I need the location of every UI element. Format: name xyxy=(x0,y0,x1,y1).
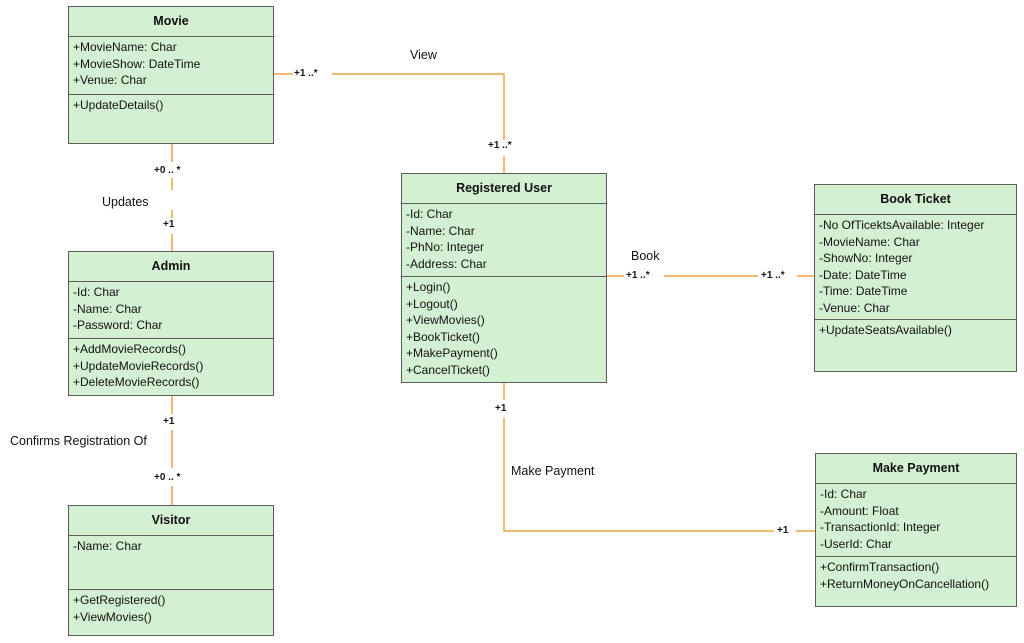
attribute: -ShowNo: Integer xyxy=(819,251,913,265)
method: +UpdateDetails() xyxy=(73,98,164,112)
method: +Login() xyxy=(406,280,451,294)
class-registered-user[interactable]: Registered User -Id: Char -Name: Char -P… xyxy=(401,173,607,383)
attribute: -Amount: Float xyxy=(820,503,899,518)
method: +BookTicket() xyxy=(406,329,480,344)
attribute: -Id: Char xyxy=(820,487,867,501)
attribute: -Date: DateTime xyxy=(819,267,907,282)
attribute: -TransactionId: Integer xyxy=(820,520,941,534)
attribute: +MovieShow: DateTime xyxy=(73,56,201,71)
class-book-ticket-attributes: -No OfTicektsAvailable: Integer -MovieNa… xyxy=(815,215,1016,320)
method: +AddMovieRecords() xyxy=(73,342,187,356)
class-book-ticket-name: Book Ticket xyxy=(815,185,1016,215)
attribute: -Id: Char xyxy=(406,207,453,221)
class-visitor-name: Visitor xyxy=(69,506,273,536)
class-book-ticket[interactable]: Book Ticket -No OfTicektsAvailable: Inte… xyxy=(814,184,1017,372)
association-label-make-payment: Make Payment xyxy=(511,464,595,478)
method: +UpdateMovieRecords() xyxy=(73,358,204,373)
multiplicity-book-ticket: +1 ..* xyxy=(761,270,785,281)
multiplicity-updates-admin: +1 xyxy=(163,219,175,230)
method: +MakePayment() xyxy=(406,346,498,360)
attribute: -Name: Char xyxy=(406,223,475,238)
association-label-updates: Updates xyxy=(102,195,149,209)
class-registered-user-attributes: -Id: Char -Name: Char -PhNo: Integer -Ad… xyxy=(402,204,606,277)
attribute: -Name: Char xyxy=(73,301,142,316)
multiplicity-view-movie: +1 ..* xyxy=(294,68,318,79)
multiplicity-book-registered-user: +1 ..* xyxy=(626,270,650,281)
attribute: -Venue: Char xyxy=(819,300,890,315)
attribute: -No OfTicektsAvailable: Integer xyxy=(819,218,985,232)
class-visitor-methods: +GetRegistered() +ViewMovies() xyxy=(69,590,273,627)
multiplicity-updates-movie: +0 .. * xyxy=(154,165,181,176)
class-make-payment[interactable]: Make Payment -Id: Char -Amount: Float -T… xyxy=(815,453,1017,607)
class-book-ticket-methods: +UpdateSeatsAvailable() xyxy=(815,320,1016,341)
association-label-confirms: Confirms Registration Of xyxy=(10,434,147,448)
method: +Logout() xyxy=(406,296,458,311)
method: +ReturnMoneyOnCancellation() xyxy=(820,576,990,591)
attribute: -Password: Char xyxy=(73,318,163,332)
class-admin[interactable]: Admin -Id: Char -Name: Char -Password: C… xyxy=(68,251,274,396)
attribute: -UserId: Char xyxy=(820,536,893,551)
attribute: -PhNo: Integer xyxy=(406,240,485,254)
attribute: -MovieName: Char xyxy=(819,234,920,249)
class-registered-user-name: Registered User xyxy=(402,174,606,204)
association-label-book: Book xyxy=(631,249,660,263)
view-association-line-2 xyxy=(332,73,505,140)
class-make-payment-attributes: -Id: Char -Amount: Float -TransactionId:… xyxy=(816,484,1016,557)
association-label-view: View xyxy=(410,48,437,62)
method: +GetRegistered() xyxy=(73,593,166,607)
class-admin-name: Admin xyxy=(69,252,273,282)
class-make-payment-methods: +ConfirmTransaction() +ReturnMoneyOnCanc… xyxy=(816,557,1016,594)
multiplicity-payment-make-payment: +1 xyxy=(777,525,789,536)
method: +CancelTicket() xyxy=(406,362,490,377)
method: +UpdateSeatsAvailable() xyxy=(819,323,952,337)
multiplicity-payment-registered-user: +1 xyxy=(495,403,507,414)
multiplicity-view-registered-user: +1 ..* xyxy=(488,140,512,151)
class-movie[interactable]: Movie +MovieName: Char +MovieShow: DateT… xyxy=(68,6,274,144)
attribute: +MovieName: Char xyxy=(73,40,177,54)
attribute: +Venue: Char xyxy=(73,73,147,87)
attribute: -Id: Char xyxy=(73,285,120,299)
class-movie-name: Movie xyxy=(69,7,273,37)
method: +ViewMovies() xyxy=(73,609,152,624)
attribute: -Address: Char xyxy=(406,256,487,271)
multiplicity-confirms-visitor: +0 .. * xyxy=(154,472,181,483)
class-visitor-attributes: -Name: Char xyxy=(69,536,273,590)
class-movie-methods: +UpdateDetails() xyxy=(69,95,273,116)
multiplicity-confirms-admin: +1 xyxy=(163,416,175,427)
method: +DeleteMovieRecords() xyxy=(73,375,200,389)
make-payment-line-2 xyxy=(503,418,774,532)
attribute: -Name: Char xyxy=(73,539,142,553)
class-visitor[interactable]: Visitor -Name: Char +GetRegistered() +Vi… xyxy=(68,505,274,636)
class-admin-methods: +AddMovieRecords() +UpdateMovieRecords()… xyxy=(69,339,273,393)
class-admin-attributes: -Id: Char -Name: Char -Password: Char xyxy=(69,282,273,339)
method: +ViewMovies() xyxy=(406,313,485,327)
class-registered-user-methods: +Login() +Logout() +ViewMovies() +BookTi… xyxy=(402,277,606,380)
attribute: -Time: DateTime xyxy=(819,284,908,298)
class-make-payment-name: Make Payment xyxy=(816,454,1016,484)
class-movie-attributes: +MovieName: Char +MovieShow: DateTime +V… xyxy=(69,37,273,95)
method: +ConfirmTransaction() xyxy=(820,560,940,574)
